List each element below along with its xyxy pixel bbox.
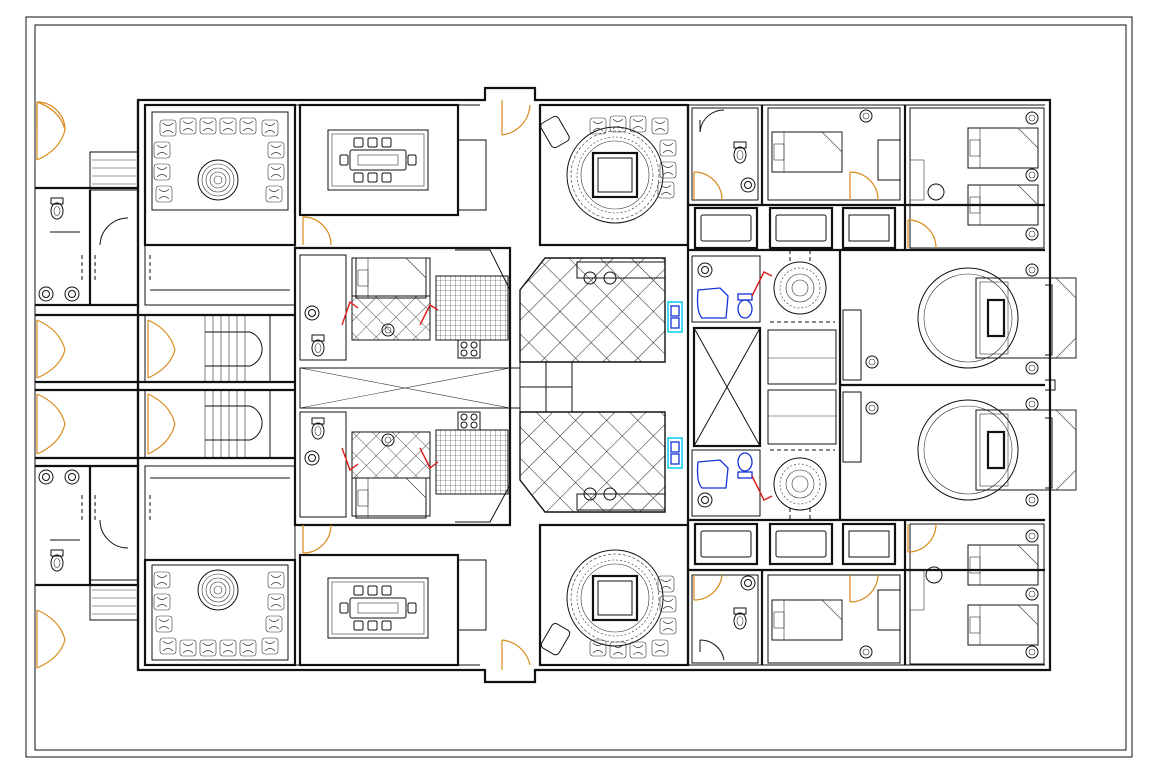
door-swing-icon xyxy=(849,574,879,603)
lamp-icon xyxy=(859,645,873,659)
shower-tray-icon xyxy=(696,287,729,319)
lift-shaft xyxy=(692,326,762,448)
lamp-icon xyxy=(1025,227,1039,241)
majlis-lower xyxy=(143,465,297,667)
sheet-border-inner xyxy=(34,24,1127,751)
lamp-icon xyxy=(1025,263,1039,277)
double-door-icon xyxy=(36,319,66,379)
door-swing-icon xyxy=(302,216,332,246)
bed-icon xyxy=(771,131,843,173)
door-swing-icon xyxy=(341,447,359,472)
main-entrance-door-icon xyxy=(501,100,531,136)
lamp-icon xyxy=(865,355,879,369)
bathtub-icon xyxy=(693,206,759,250)
toilet-icon xyxy=(733,141,747,164)
lamp-icon xyxy=(865,401,879,415)
washbasin-icon xyxy=(740,575,756,591)
door-swing-icon xyxy=(751,271,773,297)
stove-icon xyxy=(457,411,481,431)
washbasin-icon xyxy=(697,262,713,278)
double-door-icon xyxy=(36,393,66,455)
door-swing-icon xyxy=(419,447,439,470)
armchair-icon xyxy=(540,115,570,149)
bathtub-icon xyxy=(768,206,834,250)
ornate-round-rug-icon xyxy=(565,125,665,225)
double-door-icon xyxy=(36,609,66,669)
washbasin-icon xyxy=(304,450,320,466)
washbasin-icon xyxy=(697,492,713,508)
round-rug-icon xyxy=(197,569,239,611)
ornate-round-rug-icon xyxy=(565,548,665,648)
central-hall-upper xyxy=(519,257,683,363)
sheet-border-outer xyxy=(25,16,1133,758)
ornate-round-rug-icon xyxy=(773,261,827,315)
door-swing-icon xyxy=(693,171,723,201)
double-door-icon xyxy=(147,319,176,379)
washbasin-icon xyxy=(740,177,756,193)
door-swing-icon xyxy=(419,303,439,326)
toilet-icon xyxy=(50,197,64,220)
bathtub-icon xyxy=(693,522,759,566)
door-swing-icon xyxy=(341,300,359,326)
lounge-lower xyxy=(538,523,690,667)
toilet-icon xyxy=(737,452,753,479)
door-swing-icon xyxy=(849,171,879,201)
bed-icon xyxy=(967,544,1039,586)
door-swing-icon xyxy=(693,574,723,601)
right-wing xyxy=(686,105,1078,665)
lamp-icon xyxy=(1025,168,1039,182)
toilet-icon xyxy=(311,334,325,357)
stove-icon xyxy=(457,339,481,359)
door-swing-icon xyxy=(36,101,66,131)
dining-table-icon xyxy=(327,577,429,639)
bed-icon xyxy=(967,604,1039,646)
ornate-round-rug-icon xyxy=(773,457,827,511)
door-swing-icon xyxy=(302,524,332,554)
double-door-icon xyxy=(36,101,66,161)
bed-icon xyxy=(771,599,843,641)
door-swing-icon xyxy=(751,475,773,501)
lamp-icon xyxy=(1025,645,1039,659)
toilet-icon xyxy=(50,549,64,572)
door-swing-icon xyxy=(907,523,937,553)
toilet-icon xyxy=(733,607,747,630)
toilet-icon xyxy=(737,293,753,319)
lobby-bay xyxy=(510,361,573,413)
lamp-icon xyxy=(1025,397,1039,411)
bathtub-icon xyxy=(768,522,834,566)
kitchen-block-lower xyxy=(299,411,511,523)
door-swing-icon xyxy=(907,219,937,249)
toilet-icon xyxy=(311,417,325,440)
kitchen-sink-icon xyxy=(667,301,683,333)
staircase-upper xyxy=(144,314,271,383)
bed-icon xyxy=(355,257,427,299)
washbasin-icon xyxy=(64,286,80,302)
washbasin-icon xyxy=(38,286,54,302)
left-service-strip xyxy=(35,101,295,669)
main-entrance-door-icon xyxy=(501,639,531,670)
lamp-icon xyxy=(1025,587,1039,601)
armchair-icon xyxy=(540,622,571,656)
staircase-lower xyxy=(144,389,271,459)
double-door-icon xyxy=(147,393,176,455)
round-rug-icon xyxy=(197,159,239,201)
kitchen-block-upper xyxy=(299,249,511,361)
lamp-icon xyxy=(1025,493,1039,507)
washbasin-icon xyxy=(304,305,320,321)
lamp-icon xyxy=(1025,529,1039,543)
lamp-icon xyxy=(859,109,873,123)
washbasin-icon xyxy=(64,469,80,485)
bed-icon xyxy=(967,127,1039,169)
lamp-icon xyxy=(1025,361,1039,375)
lounge-upper xyxy=(538,103,690,247)
bed-icon xyxy=(355,477,427,519)
dining-table-icon xyxy=(327,129,429,191)
lamp-icon xyxy=(1025,111,1039,125)
shower-tray-icon xyxy=(696,459,729,489)
washbasin-icon xyxy=(38,469,54,485)
kitchen-sink-icon xyxy=(667,437,683,469)
majlis-upper xyxy=(143,103,297,306)
central-hall-lower xyxy=(519,411,683,513)
